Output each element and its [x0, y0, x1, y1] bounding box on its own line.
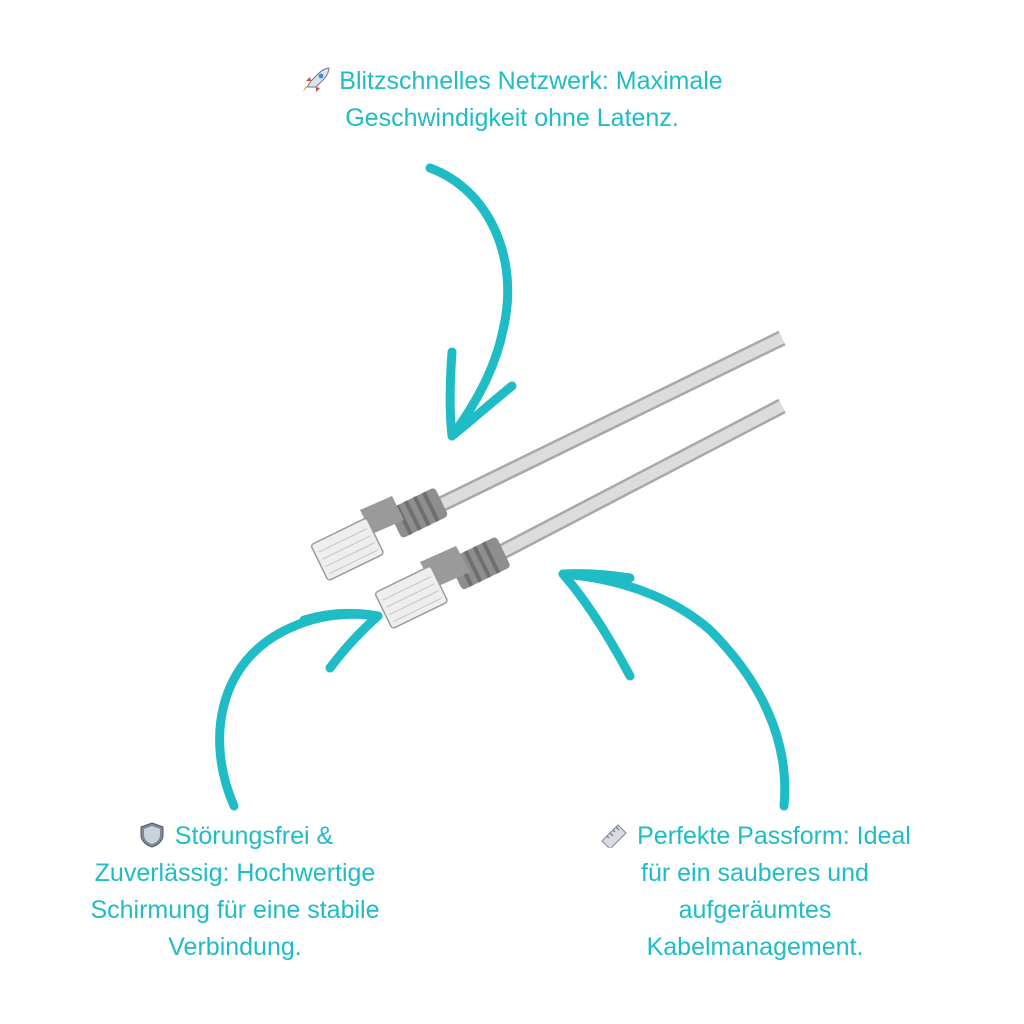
- callout-fit-line1: Perfekte Passform: Ideal: [637, 822, 911, 850]
- callout-shielding-line1: Störungsfrei &: [174, 822, 334, 850]
- arrow-left: [215, 608, 383, 811]
- arrow-right: [558, 569, 790, 811]
- callout-speed: Blitzschnelles Netzwerk: Maximale Geschw…: [262, 63, 762, 137]
- cable-lower: [374, 398, 786, 629]
- callout-fit-line1-row: Perfekte Passform: Ideal: [560, 818, 950, 855]
- cable-upper: [310, 330, 786, 581]
- callout-fit-line3: aufgeräumtes: [678, 896, 832, 924]
- arrow-top: [425, 163, 517, 441]
- callout-fit: Perfekte Passform: Ideal für ein saubere…: [560, 818, 950, 966]
- callout-fit-line4: Kabelmanagement.: [646, 933, 864, 961]
- ethernet-cable-icon: [310, 330, 786, 629]
- callout-shielding-line3: Schirmung für eine stabile: [90, 896, 380, 924]
- rocket-icon: [303, 67, 330, 92]
- callout-shielding: Störungsfrei & Zuverlässig: Hochwertige …: [40, 818, 430, 966]
- callout-fit-line2: für ein sauberes und: [641, 859, 869, 887]
- callout-speed-line1-row: Blitzschnelles Netzwerk: Maximale: [262, 63, 762, 100]
- callout-shielding-line2: Zuverlässig: Hochwertige: [94, 859, 376, 887]
- shield-icon: [140, 822, 164, 848]
- callout-speed-line1: Blitzschnelles Netzwerk: Maximale: [339, 67, 723, 95]
- ruler-icon: [601, 824, 627, 848]
- callout-shielding-line1-row: Störungsfrei &: [40, 818, 430, 855]
- callout-shielding-line4: Verbindung.: [168, 933, 302, 961]
- callout-speed-line2: Geschwindigkeit ohne Latenz.: [345, 104, 679, 132]
